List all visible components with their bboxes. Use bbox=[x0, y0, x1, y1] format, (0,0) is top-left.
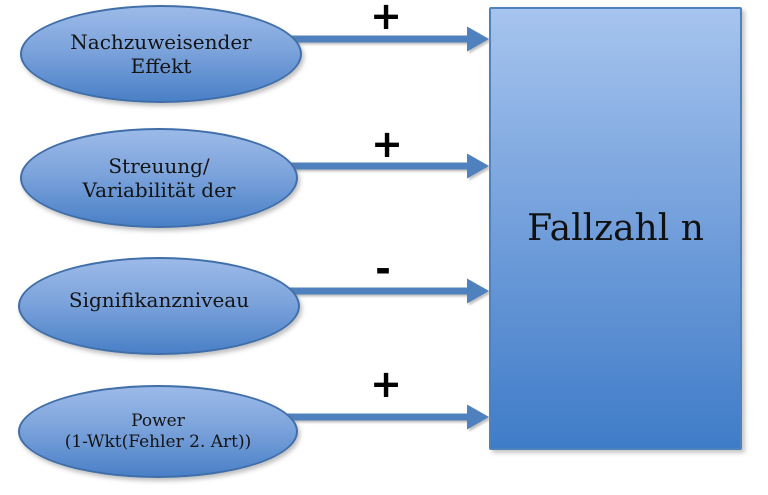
factor-node-power: Power (1-Wkt(Fehler 2. Art)) bbox=[18, 385, 298, 478]
factor-label-line: Streuung/ bbox=[108, 154, 210, 178]
sign-plus-power: + bbox=[370, 362, 402, 406]
factor-label-line: (1-Wkt(Fehler 2. Art)) bbox=[64, 431, 252, 452]
factor-label-line: Effekt bbox=[130, 54, 192, 78]
factor-label-line: Nachzuweisender bbox=[70, 30, 252, 54]
factor-node-streuung: Streuung/ Variabilität der bbox=[20, 128, 298, 228]
sign-plus-effect: + bbox=[370, 0, 402, 38]
target-box-fallzahl: Fallzahl n bbox=[489, 7, 742, 450]
arrow-icon-power bbox=[285, 404, 489, 430]
factor-label-line: Signifikanzniveau bbox=[68, 288, 250, 312]
factor-label-line: Power bbox=[131, 410, 185, 431]
factor-label-line: Variabilität der bbox=[82, 178, 236, 202]
factor-node-effect: Nachzuweisender Effekt bbox=[20, 5, 302, 103]
sign-plus-streuung: + bbox=[371, 122, 403, 166]
target-label: Fallzahl n bbox=[527, 208, 704, 249]
sign-minus-signifikanzniveau: - bbox=[375, 247, 391, 291]
factor-node-signifikanzniveau: Signifikanzniveau bbox=[18, 257, 300, 355]
